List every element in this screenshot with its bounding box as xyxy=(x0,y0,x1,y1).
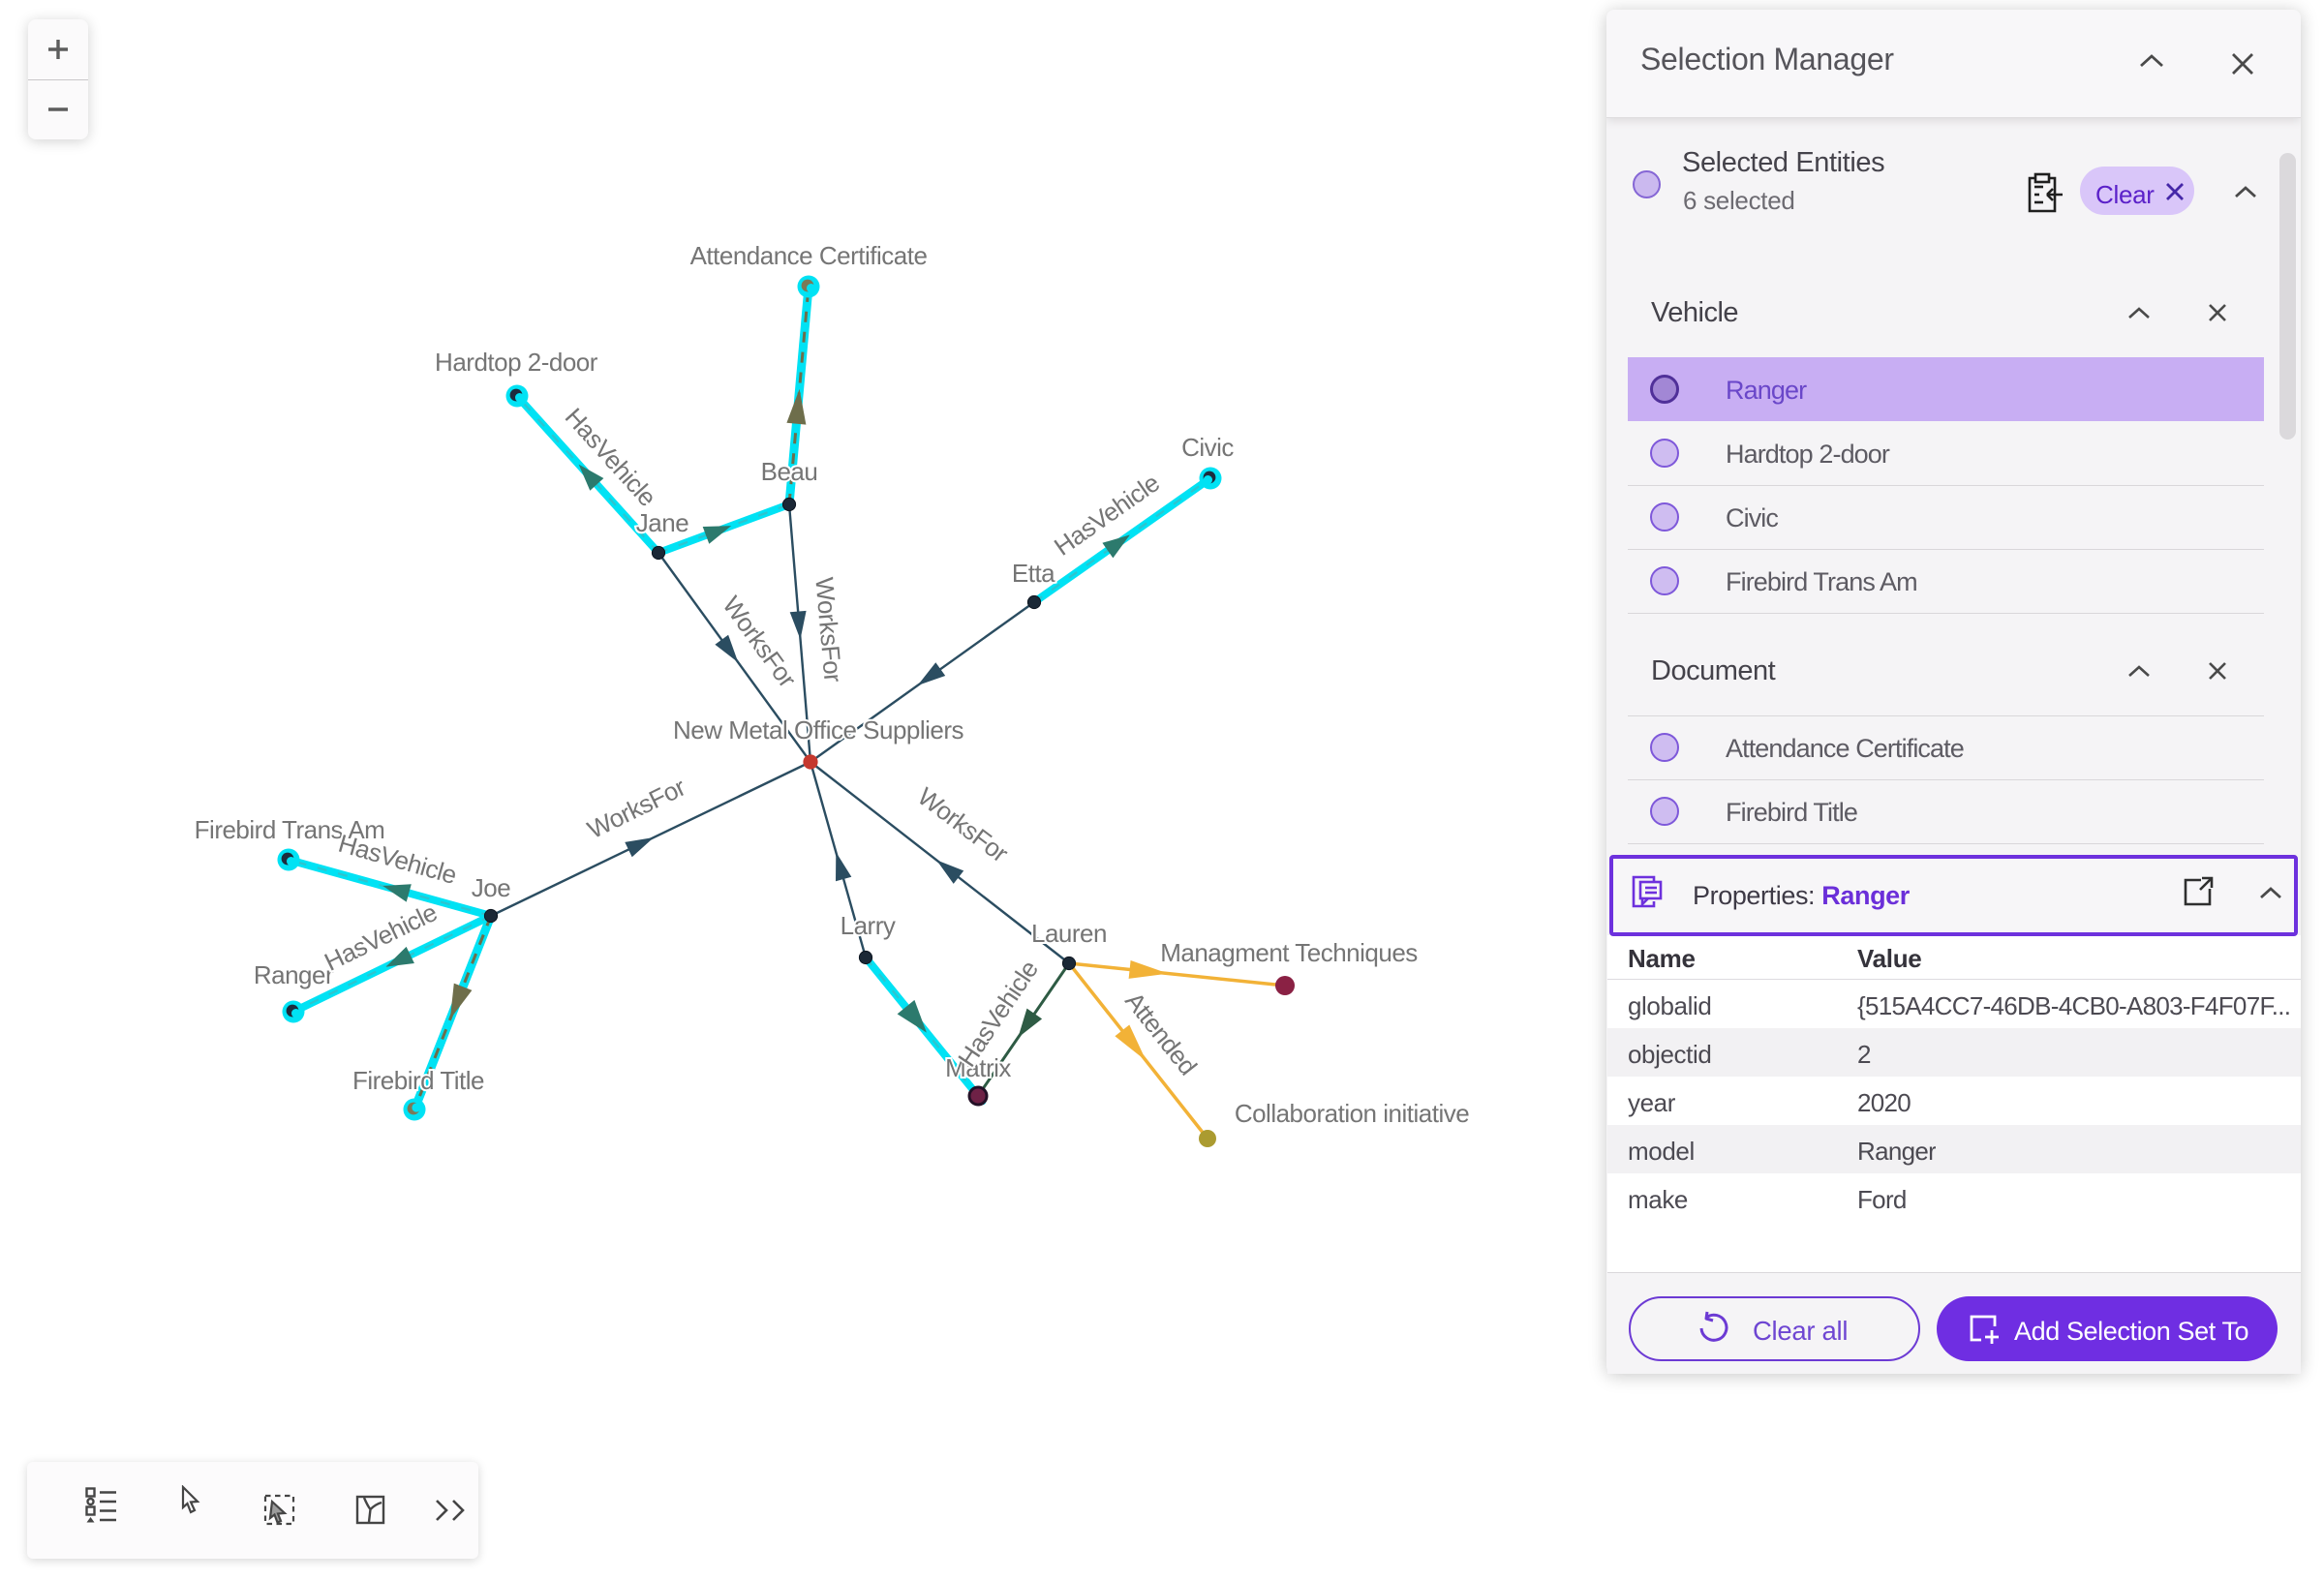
svg-text:Hardtop 2-door: Hardtop 2-door xyxy=(435,348,598,377)
svg-text:WorksFor: WorksFor xyxy=(810,576,847,684)
svg-text:Lauren: Lauren xyxy=(1031,919,1107,948)
svg-text:WorksFor: WorksFor xyxy=(912,781,1014,868)
svg-text:Firebird Title: Firebird Title xyxy=(352,1066,484,1095)
svg-text:Ranger: Ranger xyxy=(254,960,334,989)
svg-text:Jane: Jane xyxy=(636,508,688,537)
svg-text:Firebird Trans Am: Firebird Trans Am xyxy=(195,815,385,844)
svg-text:WorksFor: WorksFor xyxy=(583,772,690,844)
svg-text:Larry: Larry xyxy=(841,911,896,940)
svg-text:New Metal Office Suppliers: New Metal Office Suppliers xyxy=(673,715,964,744)
svg-text:Etta: Etta xyxy=(1012,559,1055,588)
svg-text:Civic: Civic xyxy=(1181,433,1234,462)
svg-text:Attendance Certificate: Attendance Certificate xyxy=(690,241,928,270)
svg-text:Matrix: Matrix xyxy=(945,1053,1011,1082)
svg-text:Collaboration initiative: Collaboration initiative xyxy=(1235,1099,1469,1128)
svg-text:Beau: Beau xyxy=(761,457,818,486)
svg-text:Managment Techniques: Managment Techniques xyxy=(1160,938,1418,967)
svg-text:Joe: Joe xyxy=(472,873,510,902)
svg-text:HasVehicle: HasVehicle xyxy=(320,897,442,977)
